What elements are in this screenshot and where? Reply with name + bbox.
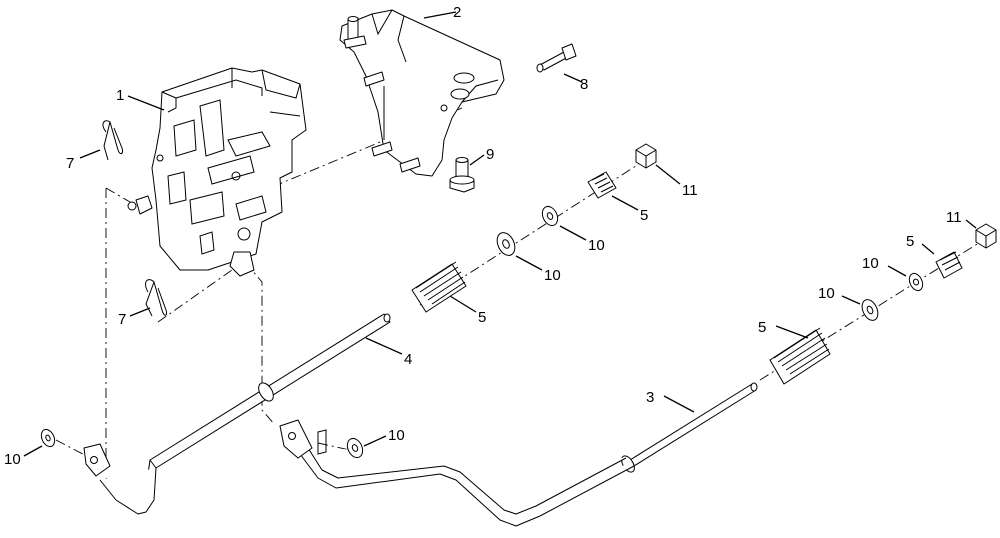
callout-part-5-right-small: 5 [906, 233, 914, 250]
callout-part-10-upper: 10 [588, 237, 605, 254]
mounting-bracket [339, 9, 505, 177]
callout-part-10-lower-center: 10 [388, 427, 405, 444]
nut-right [975, 223, 997, 249]
washer-right-upper [908, 272, 924, 292]
rod-upper [83, 313, 391, 515]
spring-right-large [769, 327, 831, 385]
control-housing [127, 67, 307, 277]
washer-upper [541, 205, 559, 227]
callout-part-7-upper: 7 [66, 155, 74, 172]
callout-part-11-upper: 11 [682, 182, 698, 199]
callout-part-10-right-upper: 10 [862, 255, 879, 272]
callout-part-3: 3 [646, 389, 654, 406]
spring-right-small [935, 251, 963, 279]
callout-part-5-upper: 5 [640, 207, 648, 224]
callout-part-4: 4 [404, 351, 412, 368]
washer-lower-left [40, 428, 56, 448]
callout-part-5-right-large: 5 [758, 319, 766, 336]
callout-part-10-middle: 10 [544, 267, 561, 284]
callout-part-5-middle: 5 [478, 309, 486, 326]
rod-lower [279, 382, 758, 527]
callout-part-2: 2 [453, 4, 461, 21]
callout-part-7-lower: 7 [118, 311, 126, 328]
nut-upper [635, 143, 657, 169]
shoulder-bolt [449, 157, 475, 193]
spring-upper-small [587, 171, 617, 199]
callout-part-1: 1 [116, 87, 124, 104]
washer-middle [496, 232, 516, 256]
hairpin-clip-upper [102, 120, 123, 161]
leader-lines [23, 11, 977, 457]
washer-lower-center [346, 437, 364, 459]
callout-part-8: 8 [580, 76, 588, 93]
callout-part-10-lower-left: 10 [4, 451, 21, 468]
spring-middle-large [411, 261, 467, 313]
callout-part-11-right: 11 [946, 209, 962, 226]
washer-right-lower [861, 299, 879, 321]
callout-part-9: 9 [486, 146, 494, 163]
callout-labels: 1 2 8 9 7 11 5 10 10 5 7 4 3 10 10 5 10 … [4, 4, 962, 468]
bolt [536, 43, 577, 73]
hairpin-clip-lower [145, 279, 167, 317]
callout-part-10-right-lower: 10 [818, 285, 835, 302]
